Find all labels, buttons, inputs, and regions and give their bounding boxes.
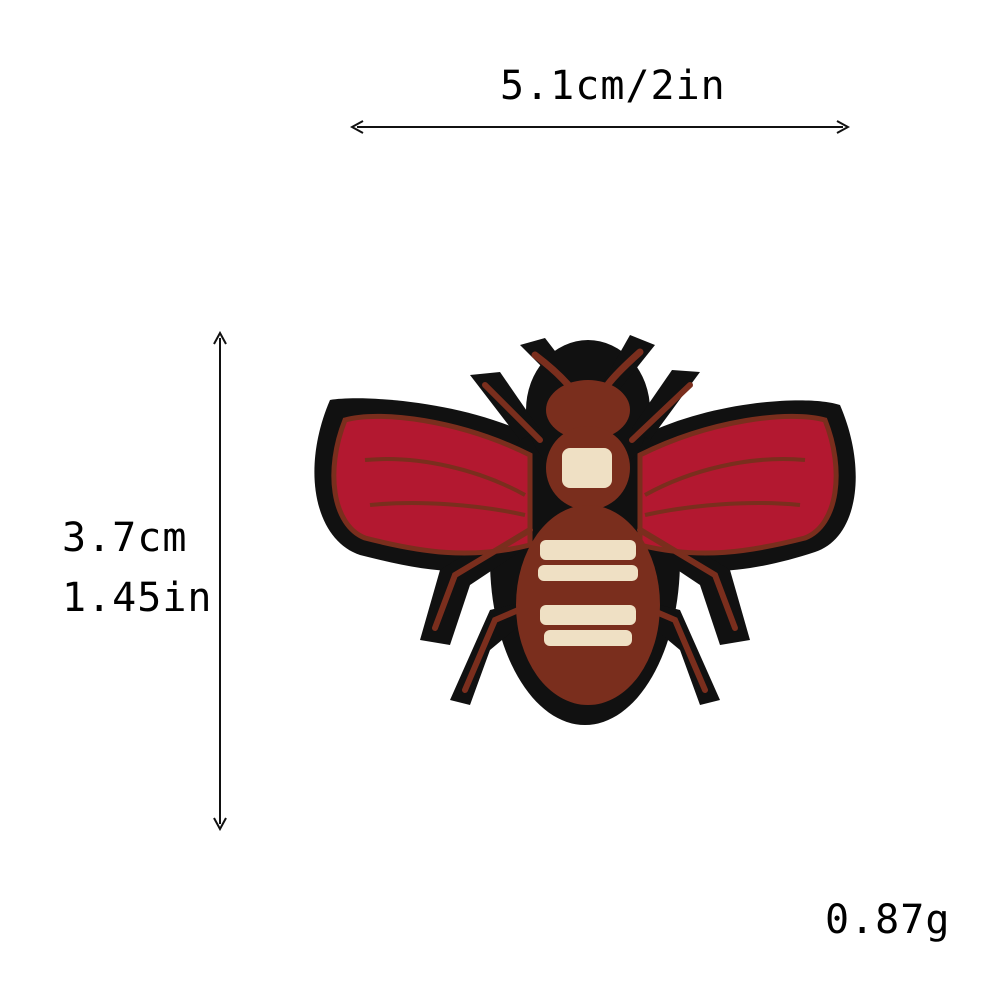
bee-patch-icon	[314, 335, 856, 725]
width-dimension-label: 5.1cm/2in	[500, 63, 726, 109]
height-dimension-in-label: 1.45in	[62, 575, 213, 621]
weight-label: 0.87g	[825, 897, 951, 943]
height-dimension-cm-label: 3.7cm	[62, 515, 188, 561]
